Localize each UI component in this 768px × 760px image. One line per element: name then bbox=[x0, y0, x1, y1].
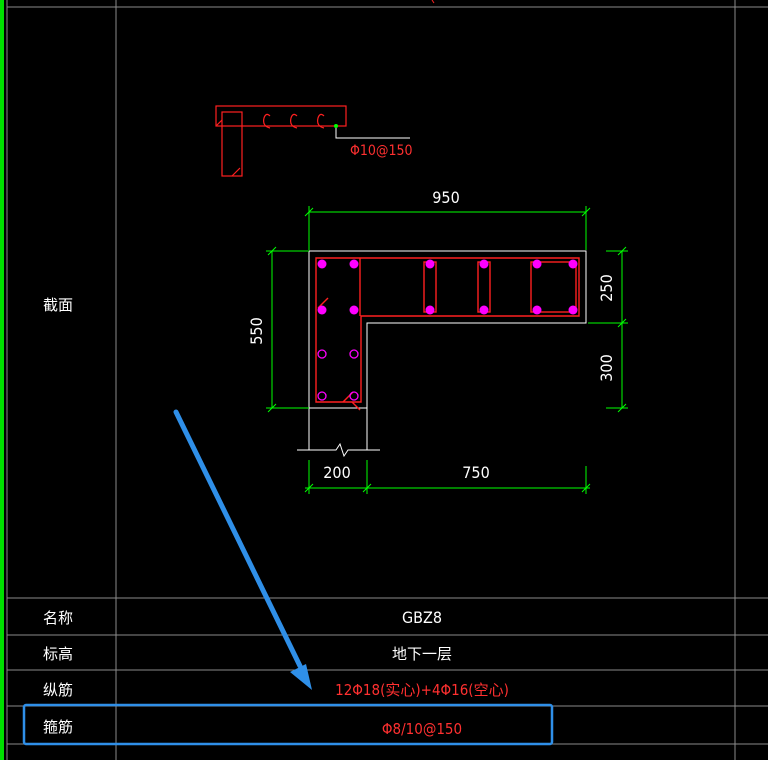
label-name: 名称 bbox=[43, 609, 73, 627]
stirrup-highlight-box bbox=[22, 703, 554, 746]
tie-detail bbox=[215, 105, 347, 177]
top-red-mark bbox=[431, 0, 435, 4]
dim-total-height: 550 bbox=[247, 317, 266, 344]
dim-total-width: 950 bbox=[432, 188, 459, 207]
annotation-arrow bbox=[173, 409, 312, 690]
break-line bbox=[297, 408, 380, 458]
left-border bbox=[0, 0, 4, 760]
value-stirrup: Φ8/10@150 bbox=[382, 720, 462, 738]
label-stirrup: 箍筋 bbox=[43, 718, 73, 736]
dim-flange-thickness: 250 bbox=[597, 274, 616, 301]
label-section: 截面 bbox=[43, 296, 73, 314]
label-longitudinal: 纵筋 bbox=[43, 681, 73, 699]
dimension-lines bbox=[266, 206, 628, 494]
value-longitudinal: 12Φ18(实心)+4Φ16(空心) bbox=[335, 681, 509, 699]
dim-web-width: 200 bbox=[323, 463, 350, 482]
label-elevation: 标高 bbox=[43, 645, 73, 663]
dim-flange-remaining: 750 bbox=[462, 463, 489, 482]
solid-bars bbox=[317, 259, 578, 315]
tie-callout: Φ10@150 bbox=[350, 143, 413, 159]
hollow-bars bbox=[317, 349, 359, 401]
dim-web-remaining: 300 bbox=[597, 354, 616, 381]
tie-leader-dot bbox=[334, 124, 338, 128]
value-elevation: 地下一层 bbox=[392, 645, 452, 663]
tie-leader-line bbox=[335, 126, 410, 139]
value-name: GBZ8 bbox=[402, 608, 442, 627]
